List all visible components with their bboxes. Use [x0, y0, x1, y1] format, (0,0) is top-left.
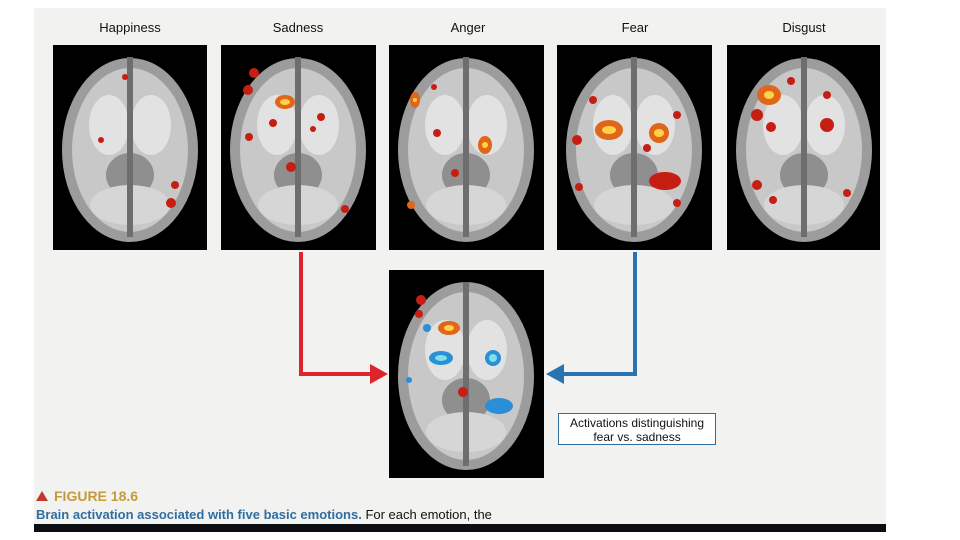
- fear-vs-sadness-note: Activations distinguishing fear vs. sadn…: [558, 413, 716, 445]
- brain-scan-fear-vs-sadness: [389, 270, 544, 478]
- caption-rest: For each emotion, the: [361, 507, 492, 522]
- label-happiness: Happiness: [99, 20, 161, 35]
- triangle-icon: [36, 491, 48, 501]
- bottom-bar: [34, 524, 886, 532]
- figure-number-text: FIGURE 18.6: [54, 488, 139, 504]
- label-anger: Anger: [450, 20, 486, 35]
- label-sadness: Sadness: [272, 20, 324, 35]
- brain-scan-anger: [389, 45, 544, 250]
- note-line-2: fear vs. sadness: [593, 430, 681, 444]
- caption-bold: Brain activation associated with five ba…: [36, 507, 362, 522]
- brain-scan-happiness: [53, 45, 207, 250]
- label-disgust: Disgust: [782, 20, 826, 35]
- figure-caption: Brain activation associated with five ba…: [36, 507, 492, 522]
- label-fear: Fear: [621, 20, 649, 35]
- brain-scan-disgust: [727, 45, 880, 250]
- note-line-1: Activations distinguishing: [569, 416, 705, 430]
- figure-number: FIGURE 18.6: [36, 488, 138, 504]
- brain-scan-sadness: [221, 45, 376, 250]
- brain-scan-fear: [557, 45, 712, 250]
